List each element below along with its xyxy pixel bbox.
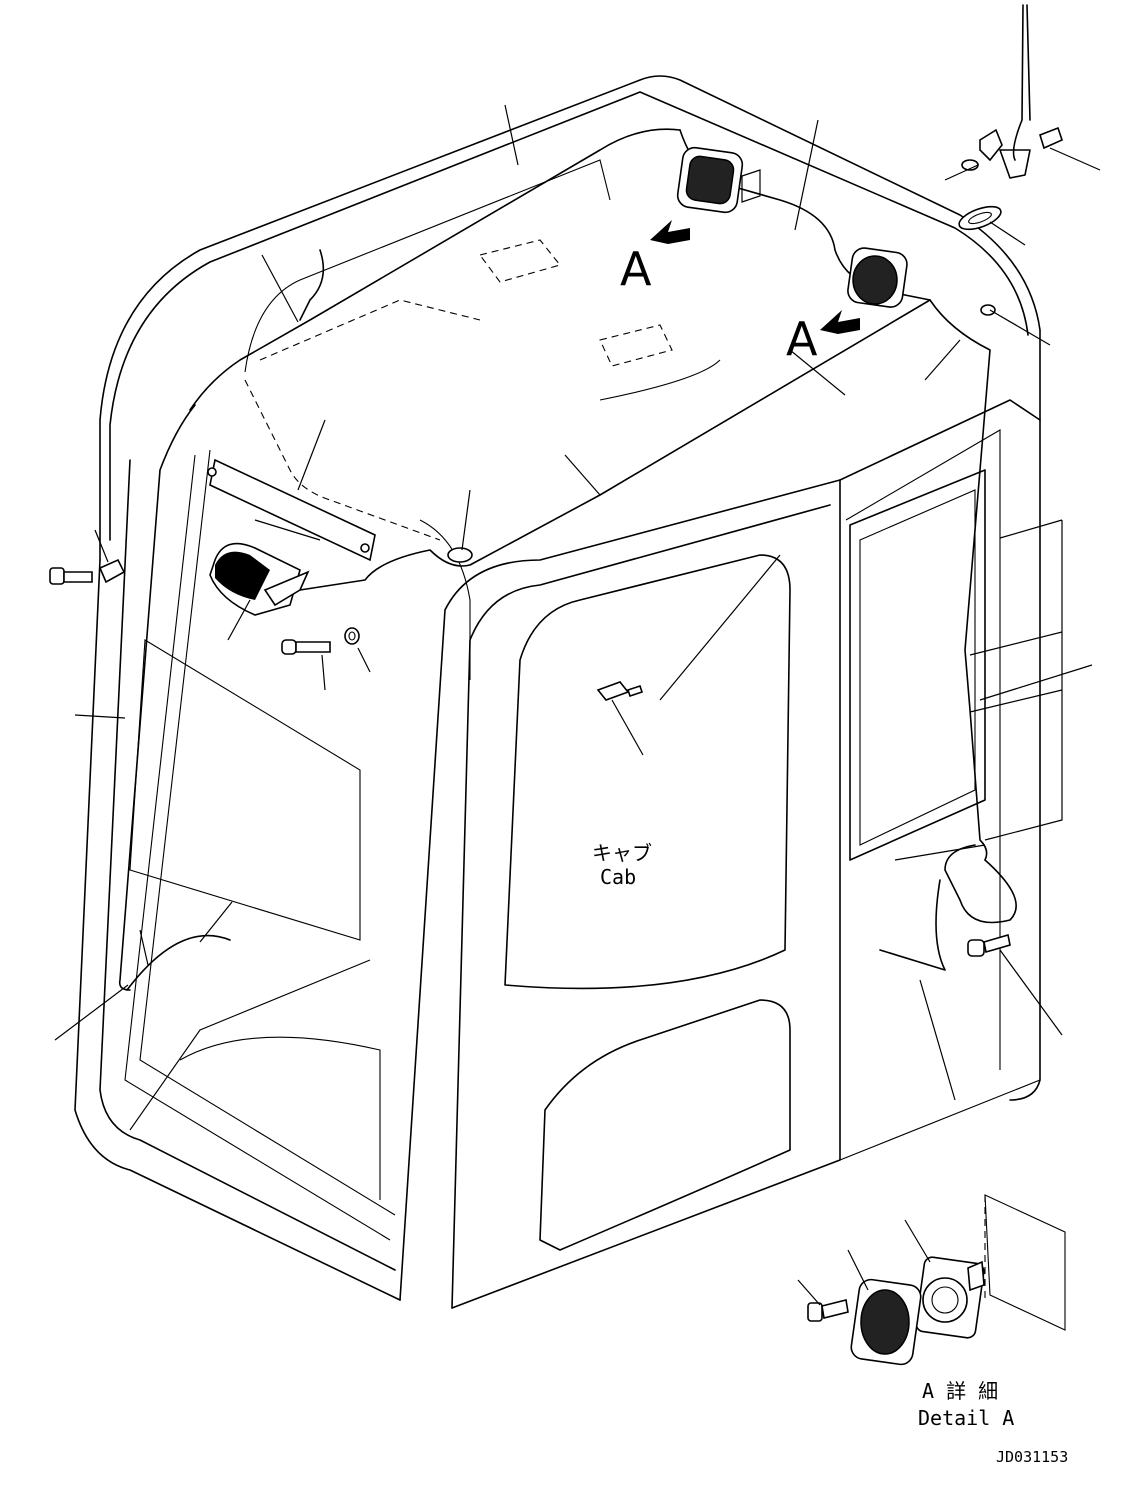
front-window bbox=[504, 554, 791, 1251]
view-arrow-1 bbox=[650, 220, 690, 244]
leader-lines bbox=[54, 104, 1101, 1101]
clip-center bbox=[596, 681, 644, 701]
bolt-left bbox=[49, 558, 126, 585]
clamp-right bbox=[980, 304, 996, 316]
radio-bracket bbox=[207, 458, 376, 562]
grommet-roof bbox=[447, 547, 473, 563]
bolt-right bbox=[967, 933, 1011, 957]
view-label-a-1: A bbox=[620, 242, 652, 296]
bolt-radio bbox=[281, 627, 360, 655]
radio-unit bbox=[209, 542, 310, 616]
antenna bbox=[958, 4, 1063, 231]
rear-window-left bbox=[129, 639, 381, 1200]
cab-label-en: Cab bbox=[600, 865, 636, 889]
side-window-right bbox=[849, 469, 986, 861]
detail-label-jp: A 詳 細 bbox=[922, 1379, 998, 1403]
view-arrow-2 bbox=[820, 310, 860, 334]
view-label-a-2: A bbox=[786, 312, 818, 366]
cab-label-jp: キャブ bbox=[592, 841, 652, 865]
cab-body bbox=[74, 75, 1041, 1309]
speaker-left-top bbox=[676, 146, 761, 214]
detail-a-assembly bbox=[797, 1194, 1066, 1366]
detail-label-en: Detail A bbox=[918, 1406, 1014, 1430]
drawing-number: JD031153 bbox=[996, 1448, 1068, 1466]
speaker-right-top bbox=[847, 247, 908, 308]
